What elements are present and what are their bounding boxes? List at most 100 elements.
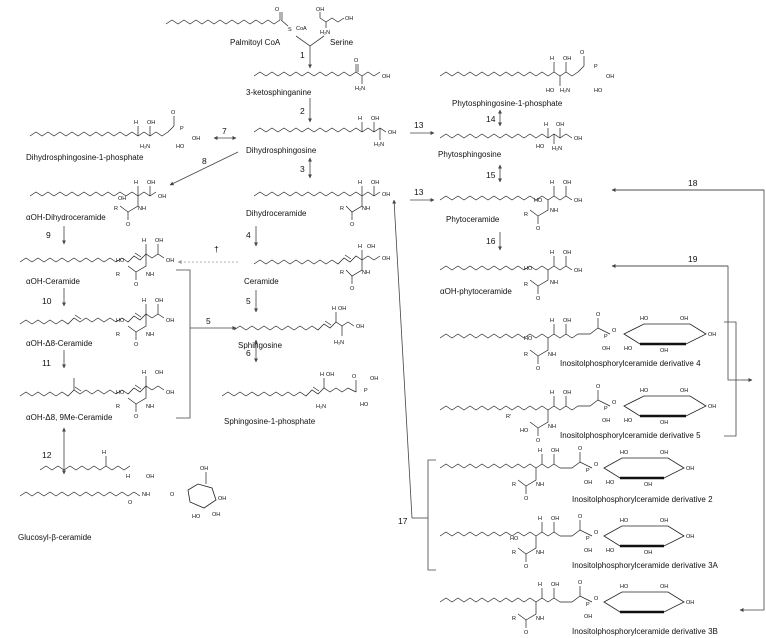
- atom-oh: OH: [158, 194, 166, 200]
- atom-ho: HO: [620, 450, 629, 456]
- atom-nh: NH: [142, 492, 150, 498]
- atom-r: R: [512, 550, 516, 556]
- atom-nh: NH: [536, 482, 544, 488]
- structure-ceramide: [253, 250, 381, 284]
- atom-h2n: H₂N: [560, 88, 570, 94]
- structure-glucosyl-ceramide: [19, 456, 217, 509]
- atom-r: R: [524, 282, 528, 288]
- atom-oh: OH: [382, 256, 390, 262]
- atom-o: O: [354, 58, 359, 64]
- atom-oh: OH: [382, 74, 390, 80]
- atom-oh: OH: [155, 370, 163, 376]
- structure-ipc2: [439, 452, 685, 494]
- atom-ho: HO: [594, 88, 603, 94]
- structure-aoh-d8-ceramide: [19, 304, 165, 340]
- atom-h2n: H₂N: [552, 146, 562, 152]
- structure-dihydroceramide: [253, 186, 381, 220]
- atom-h: H: [134, 120, 138, 126]
- atom-oh: OH: [584, 548, 592, 554]
- atom-ho: HO: [510, 536, 519, 542]
- atom-oh: OH: [602, 346, 610, 352]
- atom-oh: OH: [370, 376, 378, 382]
- atom-oh: OH: [212, 512, 220, 518]
- atom-ho: HO: [624, 346, 633, 352]
- label-ipc2: Inositolphosphorylceramide derivative 2: [572, 495, 713, 504]
- atom-o: O: [578, 514, 583, 520]
- step-13b: 13: [414, 187, 424, 197]
- atom-oh: OH: [574, 136, 582, 142]
- atom-oh: OH: [680, 388, 688, 394]
- structure-sphingosine: [233, 312, 355, 336]
- atom-ho: HO: [624, 418, 633, 424]
- step-9: 9: [46, 230, 51, 240]
- atom-nh: NH: [362, 270, 370, 276]
- label-sphingosine-1p: Sphingosine-1-phosphate: [224, 417, 316, 426]
- step-11: 11: [42, 358, 51, 368]
- atom-h: H: [538, 448, 542, 454]
- atom-oh: OH: [563, 390, 571, 396]
- atom-nh: NH: [548, 424, 556, 430]
- structure-dihydrosphingosine-1p: [29, 116, 175, 137]
- step-5b: 5: [206, 316, 211, 326]
- atom-p: P: [586, 602, 590, 608]
- atom-rprime: R': [506, 414, 511, 420]
- atom-oh: OH: [316, 7, 324, 13]
- atom-ho: HO: [534, 198, 543, 204]
- atom-h2n: H₂N: [334, 340, 344, 346]
- atom-h: H: [538, 582, 542, 588]
- atom-nh: NH: [146, 332, 154, 338]
- atom-ho: HO: [606, 480, 615, 486]
- atom-nh: NH: [146, 272, 154, 278]
- atom-ho: HO: [176, 144, 185, 150]
- structure-ipc4: [439, 318, 707, 364]
- atom-p: P: [180, 126, 184, 132]
- step-2: 2: [300, 106, 305, 116]
- atom-oh: OH: [686, 600, 694, 606]
- atom-h: H: [358, 244, 362, 250]
- atom-oh: OH: [551, 582, 559, 588]
- atom-o: O: [596, 312, 601, 318]
- structure-aoh-dihydroceramide: [29, 186, 157, 220]
- step-13a: 13: [414, 120, 424, 130]
- label-dihydroceramide: Dihydroceramide: [246, 209, 307, 218]
- structure-phytosphingosine: [439, 128, 573, 144]
- atom-r: R: [116, 404, 120, 410]
- atom-nh: NH: [550, 280, 558, 286]
- atom-r: R: [512, 616, 516, 622]
- atom-labels: O S CoA OH H₂N OH O H₂N OH H OH H₂N OH H…: [102, 7, 716, 636]
- atom-h: H: [134, 180, 138, 186]
- atom-oh: OH: [166, 258, 174, 264]
- atom-h: H: [332, 306, 336, 312]
- atom-oh: OH: [356, 324, 364, 330]
- structure-palmitoyl-coa: [165, 12, 289, 27]
- bracket-ipc45: [724, 321, 737, 437]
- step-14: 14: [486, 114, 496, 124]
- atom-o: O: [350, 222, 355, 228]
- atom-o: O: [524, 496, 529, 502]
- atom-oh: OH: [338, 306, 346, 312]
- atom-h: H: [550, 250, 554, 256]
- structure-sphingosine-1p: [221, 378, 357, 397]
- structure-ipc3a: [439, 520, 685, 562]
- atom-h2n: H₂N: [316, 404, 326, 410]
- atom-oh: OH: [147, 120, 155, 126]
- atom-oh: OH: [382, 192, 390, 198]
- atom-o: O: [612, 328, 617, 334]
- atom-h: H: [550, 390, 554, 396]
- atom-o: O: [536, 438, 541, 444]
- atom-o: O: [594, 462, 599, 468]
- atom-nh: NH: [536, 616, 544, 622]
- atom-ho: HO: [116, 258, 125, 264]
- atom-oh: OH: [218, 496, 226, 502]
- atom-oh: OH: [166, 318, 174, 324]
- atom-h: H: [320, 372, 324, 378]
- atom-r: R: [524, 352, 528, 358]
- atom-o: O: [536, 296, 541, 302]
- atom-o: O: [352, 374, 357, 380]
- structure-serine: [319, 12, 345, 28]
- atom-o: O: [170, 492, 175, 498]
- atom-oh: OH: [574, 268, 582, 274]
- atom-ho: HO: [192, 514, 201, 520]
- atom-ho: HO: [640, 316, 649, 322]
- arrow-17: [392, 199, 413, 519]
